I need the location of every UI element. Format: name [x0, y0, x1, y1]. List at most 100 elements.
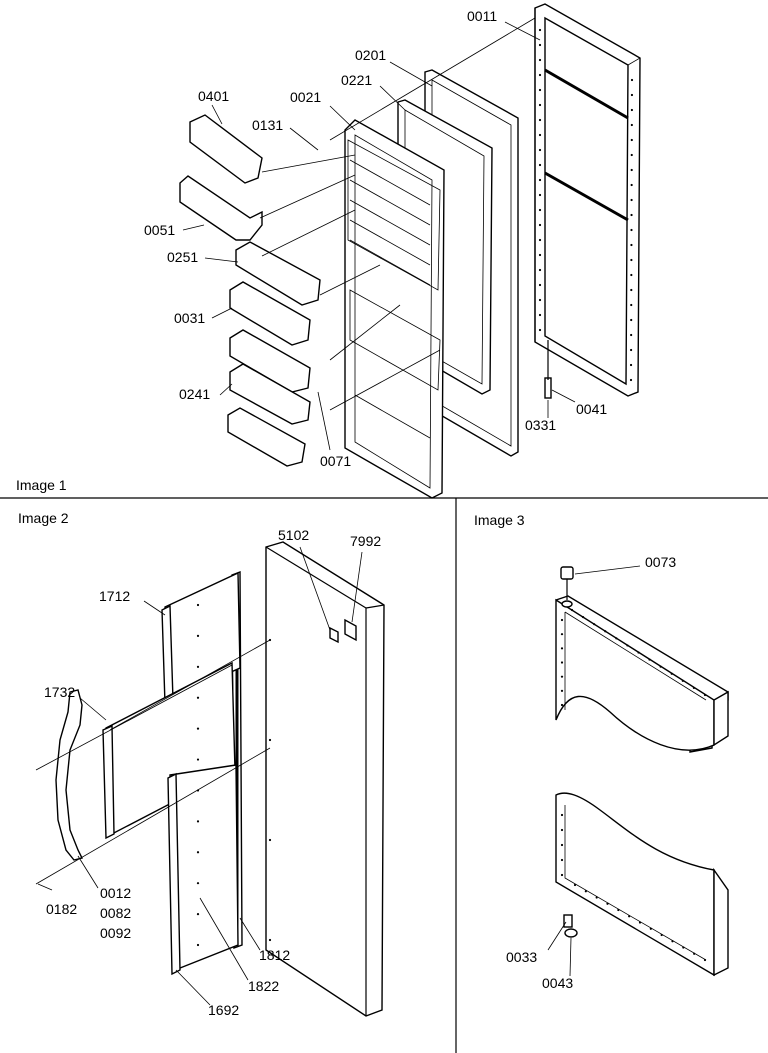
hinge-0043	[564, 928, 578, 938]
rivet-dot	[648, 658, 651, 661]
rivet-dot	[692, 686, 696, 690]
rivet-dot	[538, 148, 542, 152]
rivet-dot	[659, 665, 662, 668]
callout-0051: 0051	[144, 222, 175, 238]
rivet-dot	[630, 168, 633, 172]
rivet-dot	[581, 615, 585, 619]
rivet-dot	[682, 946, 685, 949]
rivet-dot	[196, 727, 200, 730]
callout-5102: 5102	[278, 527, 309, 543]
rivet-dot	[196, 851, 200, 854]
rivet-dot	[538, 28, 542, 32]
callout-0401: 0401	[198, 88, 229, 104]
hinge-cap-0073	[560, 566, 574, 580]
caption-image-2: Image 2	[18, 510, 69, 526]
bracket-7992	[344, 618, 357, 642]
rivet-dot	[538, 268, 542, 272]
callout-0071: 0071	[320, 453, 351, 469]
callout-0331: 0331	[525, 417, 556, 433]
rivet-dot	[196, 634, 200, 638]
rivet-dot	[606, 902, 609, 905]
rivet-dot	[538, 178, 542, 182]
callout-1692: 1692	[208, 1002, 239, 1018]
rivet-dot	[538, 58, 542, 62]
callout-0031: 0031	[174, 310, 205, 326]
rivet-dot	[268, 838, 272, 842]
rivet-dot	[538, 223, 542, 227]
callout-0033: 0033	[506, 949, 537, 965]
bracket-5102	[329, 626, 339, 644]
bin-0401	[189, 114, 263, 184]
rivet-dot	[268, 938, 272, 942]
rivet-dot	[538, 328, 542, 332]
rivet-dot	[630, 288, 633, 292]
rivet-dot	[630, 108, 634, 112]
rivet-dot	[630, 198, 633, 202]
rivet-dot	[560, 858, 564, 862]
rivet-dot	[538, 103, 542, 107]
bin-0241	[229, 363, 311, 425]
rail-1692	[169, 764, 239, 972]
rivet-dot	[196, 820, 200, 823]
callout-7992: 7992	[350, 533, 381, 549]
image-3-drawing: 0073 0033 0043	[506, 554, 729, 991]
callout-0241: 0241	[179, 386, 210, 402]
rivet-dot	[560, 647, 564, 650]
rivet-dot	[630, 213, 633, 217]
callout-0021: 0021	[290, 89, 321, 105]
caption-image-3: Image 3	[474, 512, 525, 528]
rivet-dot	[196, 912, 200, 916]
rivet-dot	[538, 118, 542, 122]
rivet-dot	[196, 789, 200, 792]
rivet-dot	[649, 927, 652, 930]
rivet-dot	[703, 693, 707, 697]
callout-0251: 0251	[167, 249, 198, 265]
rivet-dot	[630, 243, 633, 247]
rivet-dot	[268, 738, 272, 742]
rivet-dot	[630, 228, 633, 232]
rivet-dot	[630, 333, 633, 337]
rivet-dot	[638, 921, 642, 924]
door-panel	[265, 541, 385, 1017]
callout-0082: 0082	[100, 905, 131, 921]
hinge-pin-0331	[544, 377, 552, 399]
rivet-dot	[630, 123, 633, 127]
image-3-leaders	[547, 565, 641, 977]
rivet-dot	[196, 603, 200, 607]
rivet-dot	[196, 696, 200, 699]
lower-door-section	[555, 792, 715, 977]
rivet-dot	[584, 890, 587, 893]
rivet-dot	[560, 661, 564, 664]
rivet-dot	[560, 633, 564, 636]
caption-image-1: Image 1	[16, 477, 67, 493]
rivet-dot	[604, 630, 607, 633]
callout-0182: 0182	[46, 901, 77, 917]
rivet-dot	[538, 253, 542, 257]
rivet-dot	[196, 882, 200, 885]
image-1-leaders	[182, 17, 576, 451]
rivet-dot	[538, 298, 542, 302]
rivet-dot	[560, 873, 564, 877]
rivet-dot	[538, 43, 542, 47]
rivet-dot	[560, 843, 564, 847]
rivet-dot	[628, 915, 631, 918]
rivet-dot	[630, 273, 633, 277]
callout-0221: 0221	[341, 72, 372, 88]
rivet-dot	[196, 665, 200, 668]
rivet-dot	[268, 638, 272, 642]
rivet-dot	[560, 675, 564, 678]
callout-1822: 1822	[248, 978, 279, 994]
door-bins	[179, 114, 321, 467]
rivet-dot	[538, 73, 542, 77]
callout-0201: 0201	[355, 47, 386, 63]
rivet-dot	[630, 258, 633, 262]
rivet-dot	[630, 183, 633, 187]
bin-0251	[235, 241, 321, 306]
callout-1732: 1732	[44, 684, 75, 700]
rivet-dot	[538, 133, 542, 137]
rivet-dot	[703, 958, 707, 962]
rivet-dot	[615, 637, 618, 640]
rivet-dot	[660, 933, 663, 937]
